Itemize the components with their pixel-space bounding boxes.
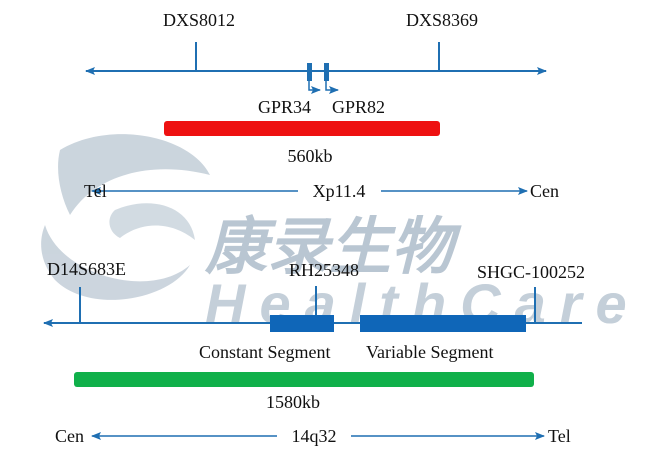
- gene-label-gpr34: GPR34: [258, 97, 311, 117]
- constant-segment-label: Constant Segment: [199, 342, 331, 362]
- q14-section: D14S683E RH25348 SHGC-100252 Constant Se…: [43, 259, 585, 446]
- gene-arrow-gpr34: [308, 81, 321, 94]
- variable-segment-box: [360, 315, 526, 332]
- band-end-label-tel-xp: Tel: [84, 181, 107, 201]
- gene-label-gpr82: GPR82: [332, 97, 385, 117]
- region-size-label-1580kb: 1580kb: [266, 392, 320, 412]
- marker-label-rh25348: RH25348: [289, 260, 359, 280]
- band-end-label-cen-xp: Cen: [530, 181, 559, 201]
- gene-box-gpr82: [324, 63, 329, 81]
- constant-segment-box: [270, 315, 334, 332]
- marker-label-shgc-100252: SHGC-100252: [477, 262, 585, 282]
- region-bar-560kb: [164, 121, 440, 136]
- xp-section: DXS8012 DXS8369 GPR34 GPR82 560kb Tel Xp…: [84, 10, 559, 201]
- band-end-label-tel-q14: Tel: [548, 426, 571, 446]
- gene-box-gpr34: [307, 63, 312, 81]
- gene-arrow-gpr82: [325, 81, 339, 94]
- swirl-logo-icon: [41, 134, 210, 300]
- region-bar-1580kb: [74, 372, 534, 387]
- band-name-xp11-4: Xp11.4: [313, 181, 366, 201]
- band-name-14q32: 14q32: [292, 426, 337, 446]
- band-end-label-cen-q14: Cen: [55, 426, 84, 446]
- watermark: 康录生物 HealthCare: [41, 134, 627, 335]
- marker-label-d14s683e: D14S683E: [47, 259, 126, 279]
- marker-label-dxs8369: DXS8369: [406, 10, 478, 30]
- watermark-chinese-text: 康录生物: [204, 210, 462, 283]
- region-size-label-560kb: 560kb: [288, 146, 333, 166]
- variable-segment-label: Variable Segment: [366, 342, 493, 362]
- marker-label-dxs8012: DXS8012: [163, 10, 235, 30]
